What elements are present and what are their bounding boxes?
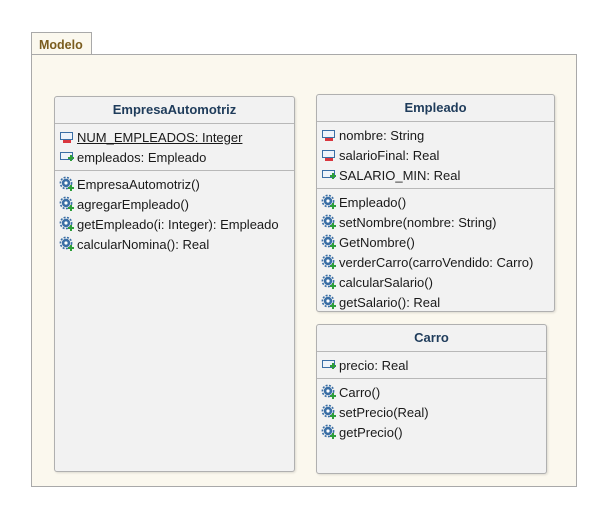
operation-gear-icon <box>59 236 74 251</box>
operation-label: EmpresaAutomotriz() <box>77 176 200 192</box>
operation-row[interactable]: Empleado() <box>321 192 554 212</box>
class-empresa-automotriz[interactable]: EmpresaAutomotriz NUM_EMPLEADOS: Integer… <box>54 96 295 472</box>
private-attribute-icon <box>322 130 335 141</box>
class-name: EmpresaAutomotriz <box>55 97 294 124</box>
operation-row[interactable]: EmpresaAutomotriz() <box>59 174 294 194</box>
operation-gear-icon <box>321 234 336 249</box>
attribute-label: SALARIO_MIN: Real <box>339 167 461 183</box>
operation-gear-icon <box>321 254 336 269</box>
operation-gear-icon <box>59 216 74 231</box>
attribute-label: empleados: Empleado <box>77 149 207 165</box>
class-name: Empleado <box>317 95 554 122</box>
operation-gear-icon <box>321 424 336 439</box>
operation-label: getSalario(): Real <box>339 294 441 310</box>
public-attribute-icon <box>322 170 336 179</box>
attribute-label: precio: Real <box>339 357 409 373</box>
operations-compartment: EmpresaAutomotriz() agregarEmpleado() ge… <box>55 171 294 257</box>
operation-gear-icon <box>321 384 336 399</box>
operation-row[interactable]: getSalario(): Real <box>321 292 554 311</box>
operation-row[interactable]: setNombre(nombre: String) <box>321 212 554 232</box>
class-carro[interactable]: Carro precio: Real Carro() setPrecio(Rea… <box>316 324 547 474</box>
operations-compartment: Empleado() setNombre(nombre: String) Get… <box>317 189 554 311</box>
operation-label: calcularNomina(): Real <box>77 236 210 252</box>
operation-label: getPrecio() <box>339 424 403 440</box>
operation-label: setNombre(nombre: String) <box>339 214 497 230</box>
attributes-compartment: NUM_EMPLEADOS: Integer empleados: Emplea… <box>55 124 294 171</box>
operation-row[interactable]: calcularSalario() <box>321 272 554 292</box>
operation-label: Carro() <box>339 384 381 400</box>
operation-row[interactable]: Carro() <box>321 382 546 402</box>
operation-label: agregarEmpleado() <box>77 196 190 212</box>
operation-row[interactable]: agregarEmpleado() <box>59 194 294 214</box>
operation-row[interactable]: calcularNomina(): Real <box>59 234 294 254</box>
private-attribute-icon <box>60 132 73 143</box>
operation-row[interactable]: setPrecio(Real) <box>321 402 546 422</box>
operation-gear-icon <box>321 294 336 309</box>
package-tab[interactable]: Modelo <box>31 32 92 54</box>
operation-gear-icon <box>59 196 74 211</box>
operation-row[interactable]: GetNombre() <box>321 232 554 252</box>
attributes-compartment: nombre: String salarioFinal: Real SALARI… <box>317 122 554 189</box>
attribute-row[interactable]: empleados: Empleado <box>59 147 294 167</box>
operation-label: GetNombre() <box>339 234 415 250</box>
operation-label: calcularSalario() <box>339 274 433 290</box>
operations-compartment: Carro() setPrecio(Real) getPrecio() <box>317 379 546 445</box>
operation-gear-icon <box>321 214 336 229</box>
attributes-compartment: precio: Real <box>317 352 546 379</box>
class-name: Carro <box>317 325 546 352</box>
public-attribute-icon <box>322 360 336 369</box>
attribute-row[interactable]: nombre: String <box>321 125 554 145</box>
operation-row[interactable]: getPrecio() <box>321 422 546 442</box>
public-attribute-icon <box>60 152 74 161</box>
attribute-row[interactable]: precio: Real <box>321 355 546 375</box>
operation-label: Empleado() <box>339 194 407 210</box>
operation-row[interactable]: verderCarro(carroVendido: Carro) <box>321 252 554 272</box>
operation-gear-icon <box>59 176 74 191</box>
operation-row[interactable]: getEmpleado(i: Integer): Empleado <box>59 214 294 234</box>
attribute-row[interactable]: NUM_EMPLEADOS: Integer <box>59 127 294 147</box>
private-attribute-icon <box>322 150 335 161</box>
attribute-label: salarioFinal: Real <box>339 147 440 163</box>
attribute-row[interactable]: SALARIO_MIN: Real <box>321 165 554 185</box>
operation-gear-icon <box>321 274 336 289</box>
attribute-label: nombre: String <box>339 127 425 143</box>
class-empleado[interactable]: Empleado nombre: String salarioFinal: Re… <box>316 94 555 312</box>
operation-gear-icon <box>321 404 336 419</box>
attribute-row[interactable]: salarioFinal: Real <box>321 145 554 165</box>
operation-label: setPrecio(Real) <box>339 404 429 420</box>
operation-label: verderCarro(carroVendido: Carro) <box>339 254 534 270</box>
operation-gear-icon <box>321 194 336 209</box>
attribute-label: NUM_EMPLEADOS: Integer <box>77 129 243 145</box>
operation-label: getEmpleado(i: Integer): Empleado <box>77 216 279 232</box>
